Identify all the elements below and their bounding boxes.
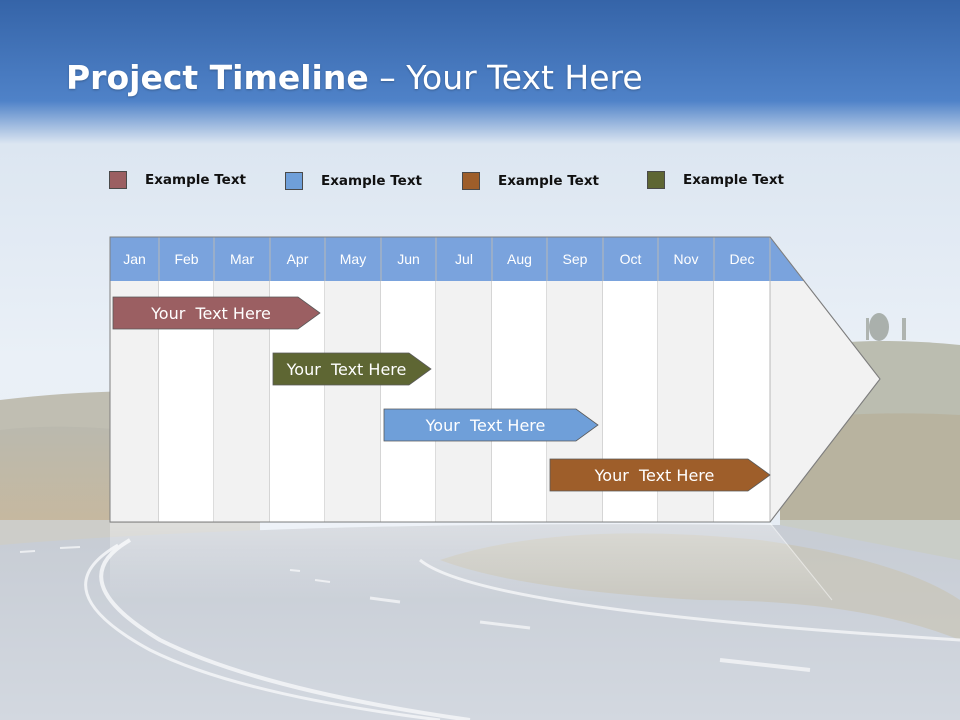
- legend-swatch: [109, 171, 127, 189]
- legend-item-1: Example Text: [109, 171, 246, 189]
- legend-item-4: Example Text: [647, 171, 784, 189]
- month-label: Sep: [563, 251, 588, 267]
- legend-item-3: Example Text: [462, 172, 599, 190]
- month-column: [325, 281, 381, 522]
- legend-swatch: [647, 171, 665, 189]
- month-label: Jan: [123, 251, 146, 267]
- month-label: May: [340, 251, 366, 267]
- legend-label: Example Text: [683, 172, 784, 188]
- title-bold: Project Timeline: [66, 58, 369, 97]
- task-bar: [112, 296, 321, 330]
- legend-label: Example Text: [498, 173, 599, 189]
- legend-swatch: [462, 172, 480, 190]
- legend-item-2: Example Text: [285, 172, 422, 190]
- timeline-header: [110, 237, 804, 281]
- month-label: Jun: [397, 251, 420, 267]
- month-column: [436, 281, 492, 522]
- task-bar: [272, 352, 432, 386]
- month-label: Dec: [730, 251, 755, 267]
- task-bar-label: Your Text Here: [594, 466, 715, 485]
- page-title: Project Timeline – Your Text Here: [66, 58, 643, 97]
- title-rest: – Your Text Here: [368, 58, 643, 97]
- legend-label: Example Text: [145, 172, 246, 188]
- month-label: Nov: [674, 251, 699, 267]
- legend-label: Example Text: [321, 173, 422, 189]
- month-label: Feb: [174, 251, 198, 267]
- month-label: Mar: [230, 251, 254, 267]
- task-bar-label: Your Text Here: [425, 416, 546, 435]
- month-label: Apr: [287, 251, 309, 267]
- task-bar-label: Your Text Here: [150, 304, 271, 323]
- month-column: [492, 281, 547, 522]
- month-label: Oct: [620, 251, 642, 267]
- month-column: [381, 281, 436, 522]
- task-bar: [383, 408, 599, 442]
- task-bar-label: Your Text Here: [286, 360, 407, 379]
- timeline-reflection: [110, 523, 832, 600]
- task-bar: [549, 458, 771, 492]
- month-label: Jul: [455, 251, 473, 267]
- legend-swatch: [285, 172, 303, 190]
- month-label: Aug: [507, 251, 532, 267]
